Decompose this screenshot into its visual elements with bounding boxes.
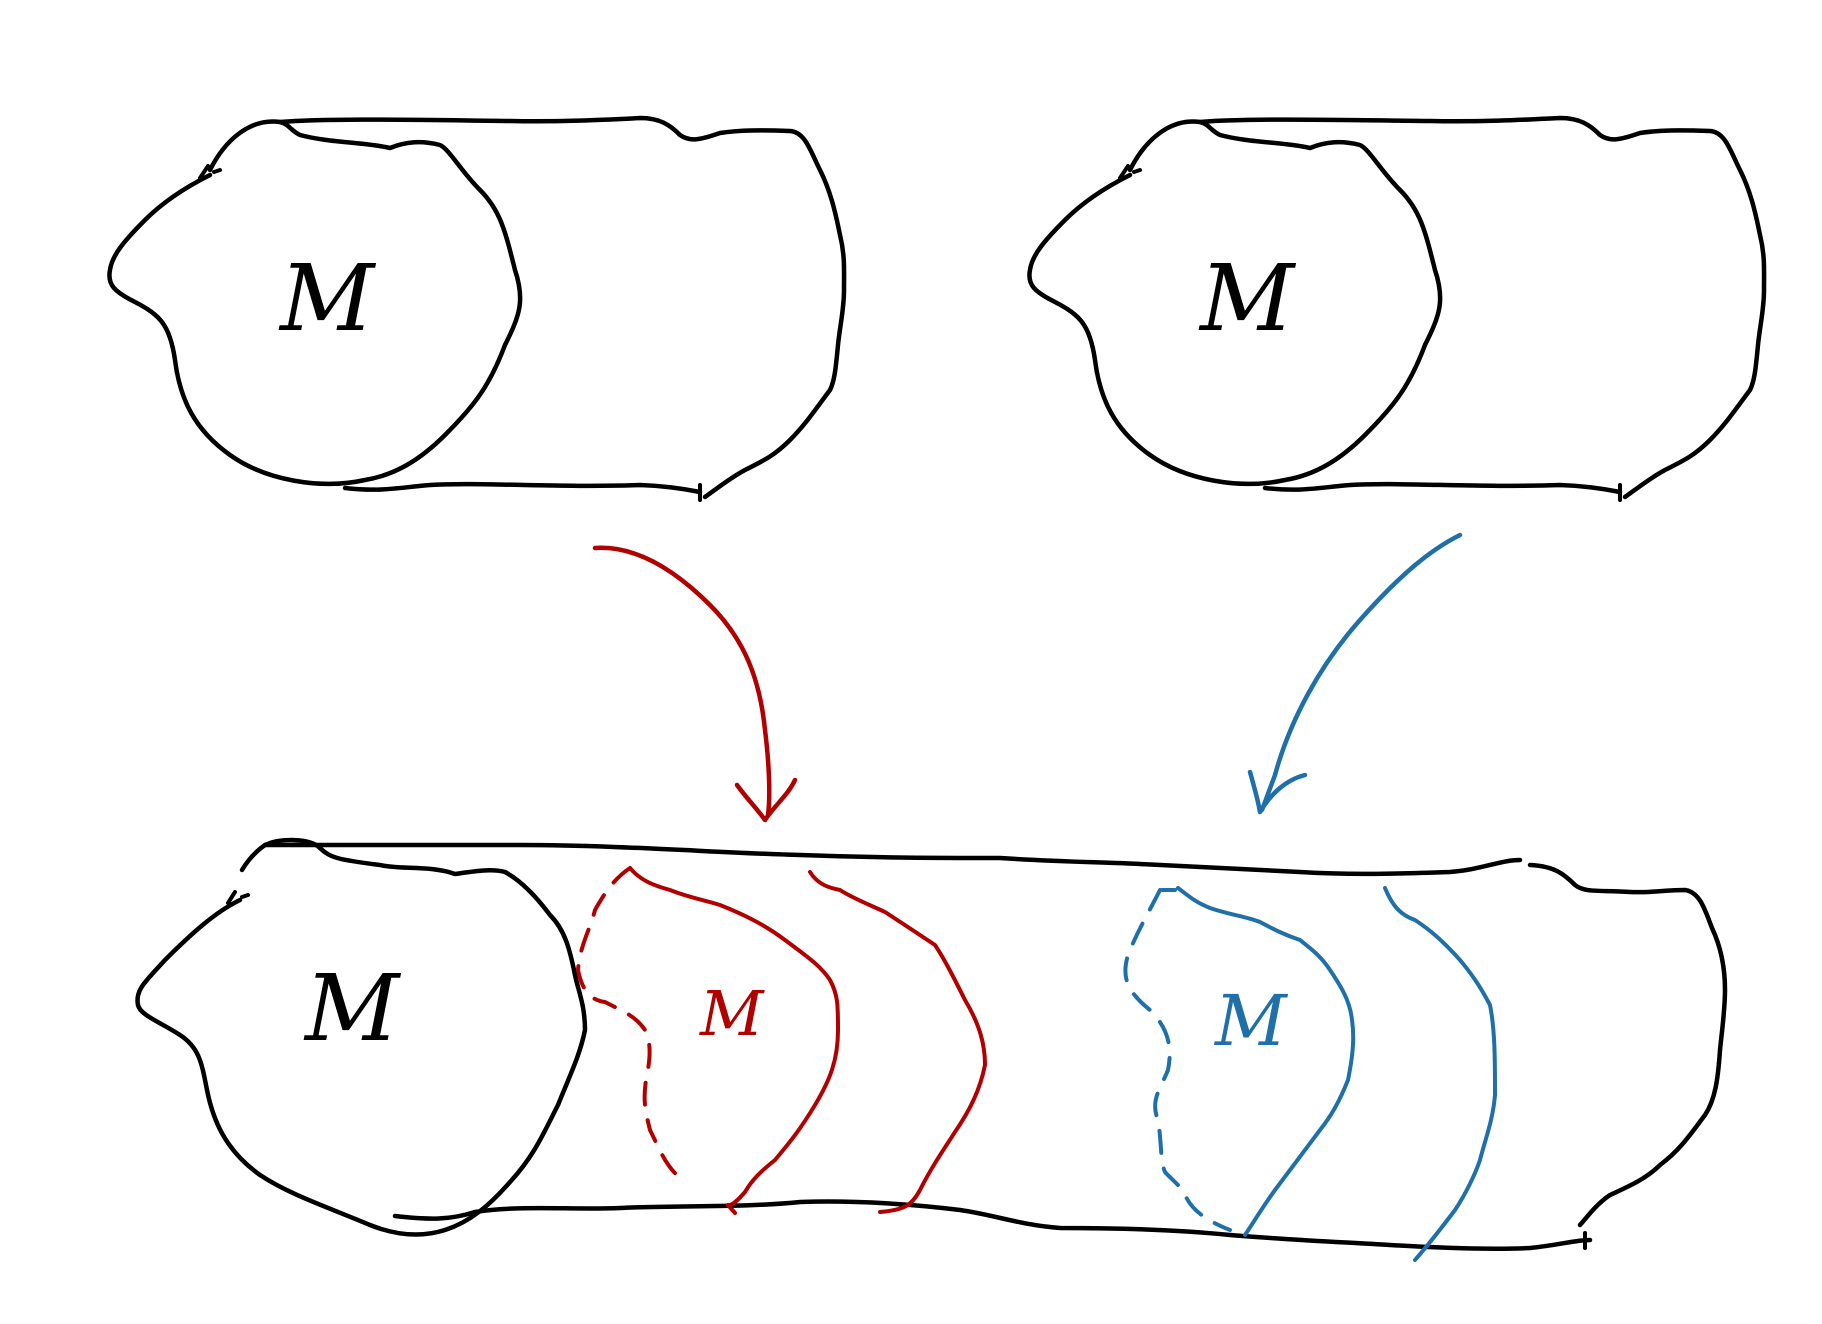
red-dashed-cap (576, 866, 682, 1180)
red-arrow-shaft (592, 545, 772, 818)
blue-arrow-shaft (1259, 532, 1463, 813)
top-right-tick (1118, 164, 1142, 180)
blue-cross-section-2 (1383, 886, 1497, 1262)
bottom-left-tick (226, 890, 250, 905)
bottom-bottom-edge (392, 1199, 1593, 1252)
blue-cross-sections: M (1123, 886, 1497, 1262)
red-cross-section-1 (628, 866, 840, 1208)
red-arrow (592, 545, 798, 823)
top-right-bottom-edge (1262, 481, 1623, 495)
top-right-cylinder: M (1027, 115, 1767, 502)
red-cross-sections: M (576, 866, 987, 1215)
bottom-cap (135, 837, 588, 1237)
top-left-cylinder: M (107, 115, 847, 502)
blue-arrow-head (1247, 769, 1308, 815)
bottom-cylinder: M (135, 837, 1728, 1252)
top-left-label: M (278, 245, 377, 352)
blue-arrow (1247, 532, 1463, 815)
top-left-bottom-edge (342, 481, 703, 495)
top-right-top-edge (1197, 115, 1767, 500)
bottom-red-label: M (699, 977, 765, 1050)
bottom-left-label: M (303, 955, 402, 1062)
bottom-top-edge-right (1527, 862, 1728, 1228)
red-cross-section-2 (808, 870, 987, 1214)
red-bottom-tick (726, 1203, 737, 1215)
top-right-label: M (1198, 245, 1297, 352)
bottom-blue-label: M (1213, 980, 1289, 1062)
blue-cross-section-1 (1176, 886, 1356, 1237)
bottom-top-edge (262, 842, 1523, 877)
top-left-cap (107, 119, 523, 487)
top-left-tick (198, 164, 222, 180)
top-left-top-edge (277, 115, 847, 500)
top-right-cap (1027, 119, 1443, 487)
red-arrow-head (734, 777, 798, 823)
